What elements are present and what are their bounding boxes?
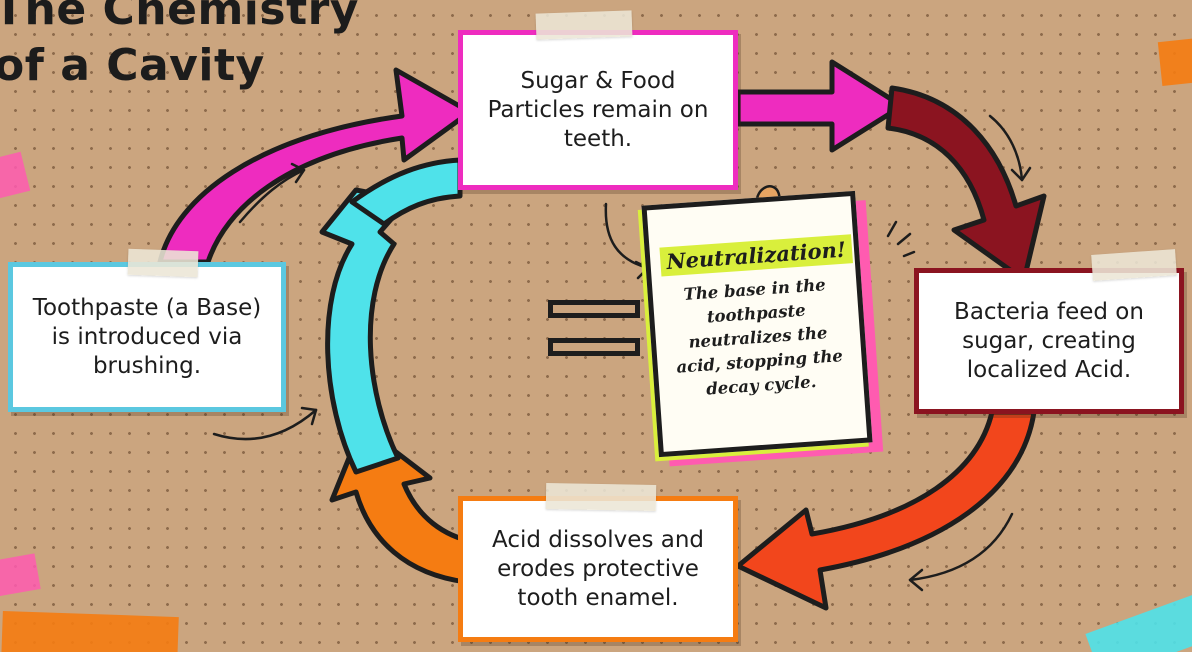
guide-arrow-right-bottom-head: [908, 568, 924, 592]
guide-arrow-right-top: [988, 114, 1024, 182]
emphasis-lines: [886, 220, 916, 258]
guide-arrow-left-top: [238, 168, 306, 224]
guide-arrow-right-bottom: [908, 512, 1014, 582]
step-card-acid: Acid dissolves and erodes protective too…: [458, 496, 738, 642]
note-heading: Neutralization!: [659, 234, 853, 277]
arrow-bacteria-to-acid: [735, 409, 1037, 611]
step-text-bacteria: Bacteria feed on sugar, creating localiz…: [954, 298, 1144, 383]
deco-tape-orange-bottom: [1, 610, 179, 652]
step-card-bacteria: Bacteria feed on sugar, creating localiz…: [914, 268, 1184, 414]
neutralization-note: Neutralization! The base in the toothpas…: [641, 190, 873, 458]
guide-arrow-left-bottom-head: [300, 406, 318, 426]
step-text-acid: Acid dissolves and erodes protective too…: [491, 526, 705, 611]
guide-arrow-to-note: [604, 202, 650, 270]
deco-tape-orange-right: [1157, 38, 1192, 86]
title-line-2: of a Cavity: [0, 40, 265, 91]
equals-sign-icon: [548, 338, 640, 356]
step-card-sugar: Sugar & Food Particles remain on teeth.: [458, 30, 738, 190]
step-card-toothpaste: Toothpaste (a Base) is introduced via br…: [8, 262, 286, 412]
note-body: The base in the toothpaste neutralizes t…: [675, 275, 844, 399]
guide-arrow-left-bottom: [212, 408, 318, 441]
deco-tape-pink-bottom: [0, 553, 41, 599]
arrow-to-bacteria: [885, 85, 1047, 283]
tape-sugar: [535, 10, 633, 40]
page-title: The Chemistry of a Cavity: [0, 0, 359, 94]
step-text-sugar: Sugar & Food Particles remain on teeth.: [487, 67, 709, 152]
step-text-toothpaste: Toothpaste (a Base) is introduced via br…: [32, 294, 262, 379]
tape-toothpaste: [127, 248, 199, 278]
arrow-sugar-to-bacteria: [735, 59, 905, 153]
guide-arrow-right-top-head: [1010, 166, 1032, 182]
guide-arrow-left-top-head: [290, 162, 306, 184]
tape-acid: [545, 483, 657, 511]
arrow-cyan-to-sugar: [349, 157, 463, 227]
equals-sign-icon: [548, 300, 640, 318]
deco-tape-cyan-right: [1085, 589, 1192, 652]
deco-tape-pink-left: [0, 151, 31, 201]
title-line-1: The Chemistry: [0, 0, 359, 35]
arrow-toothpaste-to-sugar: [157, 67, 473, 265]
arrow-up-cycle: [319, 187, 411, 475]
